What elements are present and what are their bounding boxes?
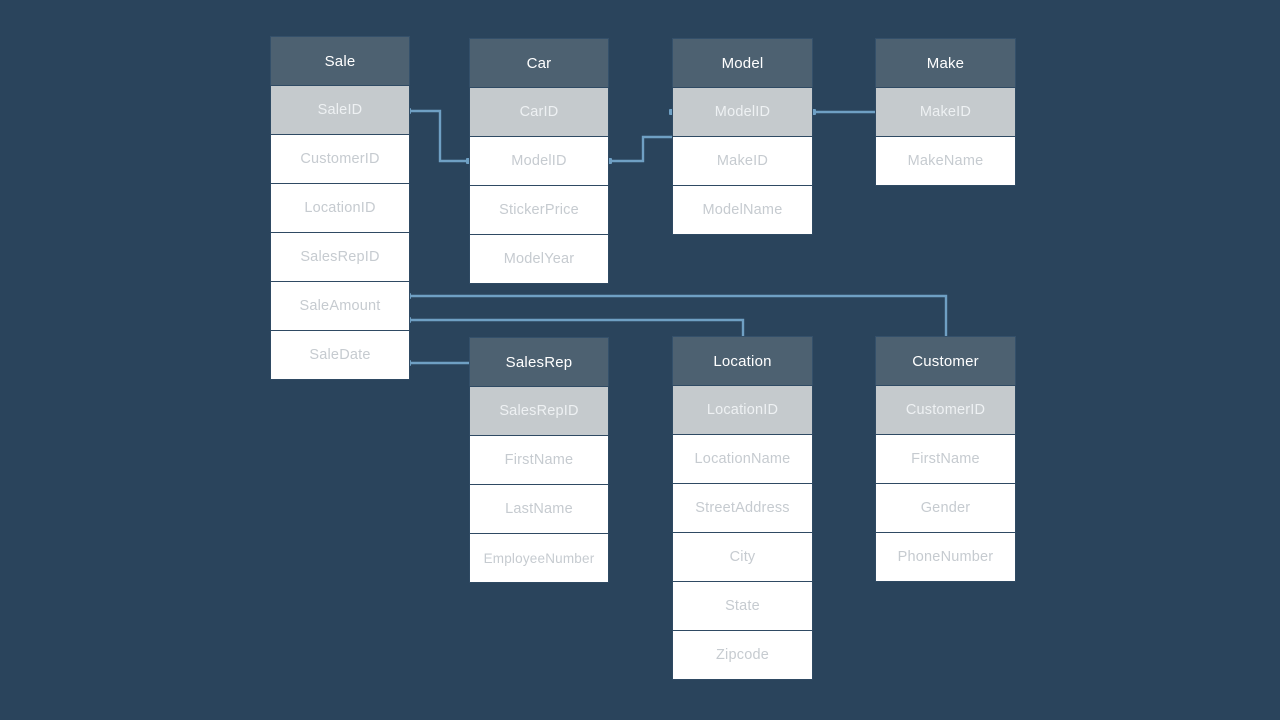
entity-car[interactable]: Car CarID ModelID StickerPrice ModelYear	[469, 38, 609, 284]
field-sale-customerid[interactable]: CustomerID	[270, 134, 410, 184]
field-location-locationname[interactable]: LocationName	[672, 434, 813, 484]
field-model-modelname[interactable]: ModelName	[672, 185, 813, 235]
field-model-modelid[interactable]: ModelID	[672, 87, 813, 137]
field-car-carid[interactable]: CarID	[469, 87, 609, 137]
entity-location[interactable]: Location LocationID LocationName StreetA…	[672, 336, 813, 680]
entity-salesrep-title: SalesRep	[469, 337, 609, 387]
field-salesrep-lastname[interactable]: LastName	[469, 484, 609, 534]
field-sale-saleid[interactable]: SaleID	[270, 85, 410, 135]
entity-customer[interactable]: Customer CustomerID FirstName Gender Pho…	[875, 336, 1016, 582]
field-model-makeid[interactable]: MakeID	[672, 136, 813, 186]
field-car-modelyear[interactable]: ModelYear	[469, 234, 609, 284]
field-customer-gender[interactable]: Gender	[875, 483, 1016, 533]
entity-sale[interactable]: Sale SaleID CustomerID LocationID SalesR…	[270, 36, 410, 380]
field-location-zipcode[interactable]: Zipcode	[672, 630, 813, 680]
field-location-locationid[interactable]: LocationID	[672, 385, 813, 435]
field-car-modelid[interactable]: ModelID	[469, 136, 609, 186]
field-make-makeid[interactable]: MakeID	[875, 87, 1016, 137]
field-location-state[interactable]: State	[672, 581, 813, 631]
connector-car-model	[609, 135, 673, 163]
field-customer-firstname[interactable]: FirstName	[875, 434, 1016, 484]
entity-location-title: Location	[672, 336, 813, 386]
entity-make-title: Make	[875, 38, 1016, 88]
field-sale-salesrepid[interactable]: SalesRepID	[270, 232, 410, 282]
entity-sale-title: Sale	[270, 36, 410, 86]
field-sale-saleamount[interactable]: SaleAmount	[270, 281, 410, 331]
connector-sale-car	[410, 109, 470, 163]
field-salesrep-employeenumber[interactable]: EmployeeNumber	[469, 533, 609, 583]
field-sale-locationid[interactable]: LocationID	[270, 183, 410, 233]
field-make-makename[interactable]: MakeName	[875, 136, 1016, 186]
field-sale-saledate[interactable]: SaleDate	[270, 330, 410, 380]
entity-customer-title: Customer	[875, 336, 1016, 386]
field-location-streetaddress[interactable]: StreetAddress	[672, 483, 813, 533]
entity-car-title: Car	[469, 38, 609, 88]
field-customer-phonenumber[interactable]: PhoneNumber	[875, 532, 1016, 582]
field-salesrep-salesrepid[interactable]: SalesRepID	[469, 386, 609, 436]
connector-sale-location	[410, 318, 745, 337]
entity-model[interactable]: Model ModelID MakeID ModelName	[672, 38, 813, 235]
entity-make[interactable]: Make MakeID MakeName	[875, 38, 1016, 186]
field-car-stickerprice[interactable]: StickerPrice	[469, 185, 609, 235]
entity-model-title: Model	[672, 38, 813, 88]
field-customer-customerid[interactable]: CustomerID	[875, 385, 1016, 435]
connector-sale-customer	[410, 294, 948, 337]
field-location-city[interactable]: City	[672, 532, 813, 582]
entity-salesrep[interactable]: SalesRep SalesRepID FirstName LastName E…	[469, 337, 609, 583]
field-salesrep-firstname[interactable]: FirstName	[469, 435, 609, 485]
